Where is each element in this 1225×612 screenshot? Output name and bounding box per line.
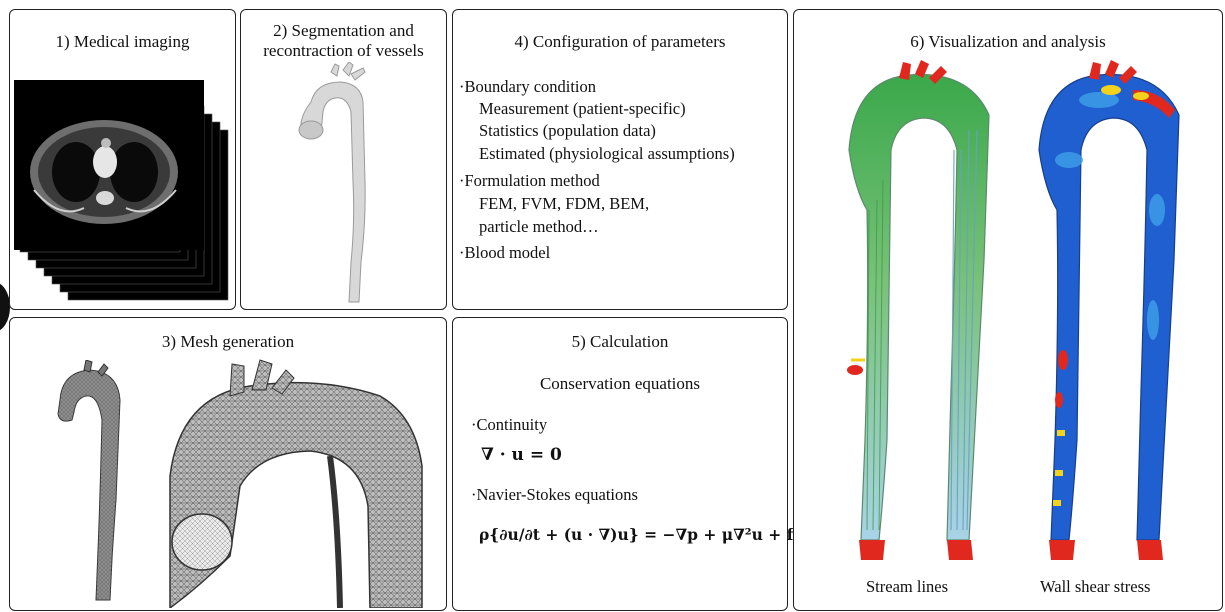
wall-shear-stress-visualization [1029,60,1199,570]
panel-title: 3) Mesh generation [10,332,446,352]
item-estimated: Estimated (physiological assumptions) [479,143,735,165]
continuity-equation: ∇ · u = 0 [481,444,562,466]
bullet-continuity: ·Continuity [471,414,547,436]
panel-visualization: 6) Visualization and analysis [793,9,1223,611]
bullet-formulation-method: ·Formulation method [459,170,600,192]
panel-segmentation: 2) Segmentation and recontraction of ves… [240,9,447,310]
segmented-aorta-image [291,62,401,307]
stream-lines-visualization [839,60,1009,570]
ct-slice-stack-image [14,80,232,305]
panel-title: 6) Visualization and analysis [794,32,1222,52]
panel-mesh-generation: 3) Mesh generation [9,317,447,611]
item-particle-method: particle method… [479,216,599,238]
panel-title-line1: 2) Segmentation and [241,21,446,41]
panel-calculation: 5) Calculation Conservation equations ·C… [452,317,788,611]
mesh-overview-image [40,360,140,610]
panel-title: 4) Configuration of parameters [453,32,787,52]
bullet-boundary-condition: ·Boundary condition [459,76,596,98]
item-methods: FEM, FVM, FDM, BEM, [479,193,649,215]
panel-title: 1) Medical imaging [10,32,235,52]
panel-title: 5) Calculation [453,332,787,352]
mesh-closeup-image [160,356,430,608]
conservation-equations-heading: Conservation equations [453,374,787,394]
navier-stokes-equation: ρ{∂u/∂t + (u · ∇)u} = −∇p + μ∇²u + f [479,524,793,546]
item-measurement: Measurement (patient-specific) [479,98,686,120]
panel-configuration: 4) Configuration of parameters ·Boundary… [452,9,788,310]
bullet-navier-stokes: ·Navier-Stokes equations [471,484,638,506]
item-statistics: Statistics (population data) [479,120,656,142]
panel-medical-imaging: 1) Medical imaging [9,9,236,310]
caption-stream-lines: Stream lines [866,577,948,597]
panel-title-line2: recontraction of vessels [241,41,446,61]
caption-wall-shear-stress: Wall shear stress [1040,577,1150,597]
bullet-blood-model: ·Blood model [459,242,550,264]
